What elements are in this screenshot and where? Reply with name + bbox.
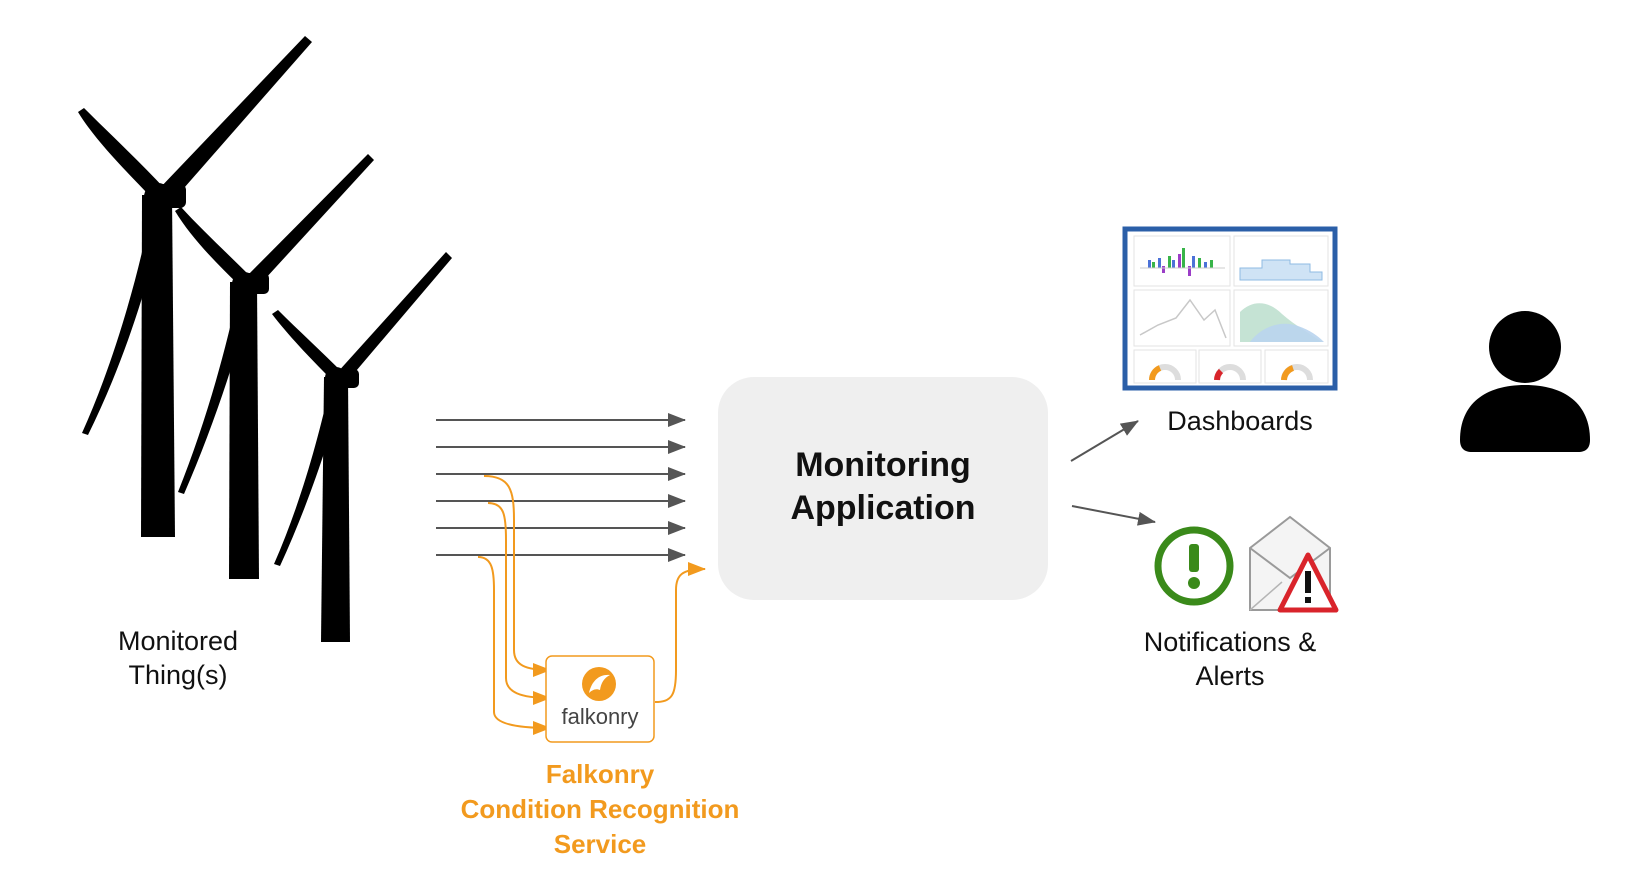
data-streams bbox=[436, 413, 686, 562]
app-title-line1: Monitoring bbox=[795, 446, 971, 484]
falkonry-tap-arrow bbox=[487, 502, 551, 705]
wind-turbine-icon bbox=[78, 36, 452, 642]
falkonry-logo-text: falkonry bbox=[561, 704, 639, 729]
arrow-to-dashboards bbox=[1070, 420, 1139, 462]
monitoring-application-box bbox=[718, 377, 1048, 600]
falkonry-data-taps bbox=[477, 475, 706, 735]
notifications-alerts-label: Notifications & Alerts bbox=[1110, 625, 1350, 693]
falkonry-tap-arrow bbox=[477, 556, 551, 735]
app-title-line2: Application bbox=[790, 489, 976, 527]
arrow-to-notifications bbox=[1071, 505, 1156, 526]
mail-warning-icon bbox=[1249, 515, 1339, 613]
dashboard-thumbnail-icon bbox=[1122, 226, 1338, 391]
monitored-things-label: Monitored Thing(s) bbox=[88, 624, 268, 692]
falkonry-service-line3: Service bbox=[553, 829, 647, 859]
exclamation-circle-icon bbox=[1154, 526, 1234, 606]
falkonry-service-line2: Condition Recognition bbox=[460, 794, 740, 824]
monitoring-application-title: Monitoring Application bbox=[718, 444, 1048, 530]
monitored-label-line1: Monitored bbox=[117, 626, 239, 656]
notifications-label-line1: Notifications & bbox=[1143, 627, 1317, 657]
falkonry-service-line1: Falkonry bbox=[545, 759, 655, 789]
falkonry-tap-arrow bbox=[483, 475, 551, 677]
monitored-label-line2: Thing(s) bbox=[128, 660, 228, 690]
user-icon bbox=[1460, 311, 1590, 452]
falkonry-logo-icon bbox=[545, 655, 655, 743]
notifications-label-line2: Alerts bbox=[1195, 661, 1265, 691]
dashboards-label: Dashboards bbox=[1167, 406, 1313, 436]
falkonry-output-arrow bbox=[654, 562, 706, 703]
falkonry-service-label: Falkonry Condition Recognition Service bbox=[430, 757, 770, 862]
